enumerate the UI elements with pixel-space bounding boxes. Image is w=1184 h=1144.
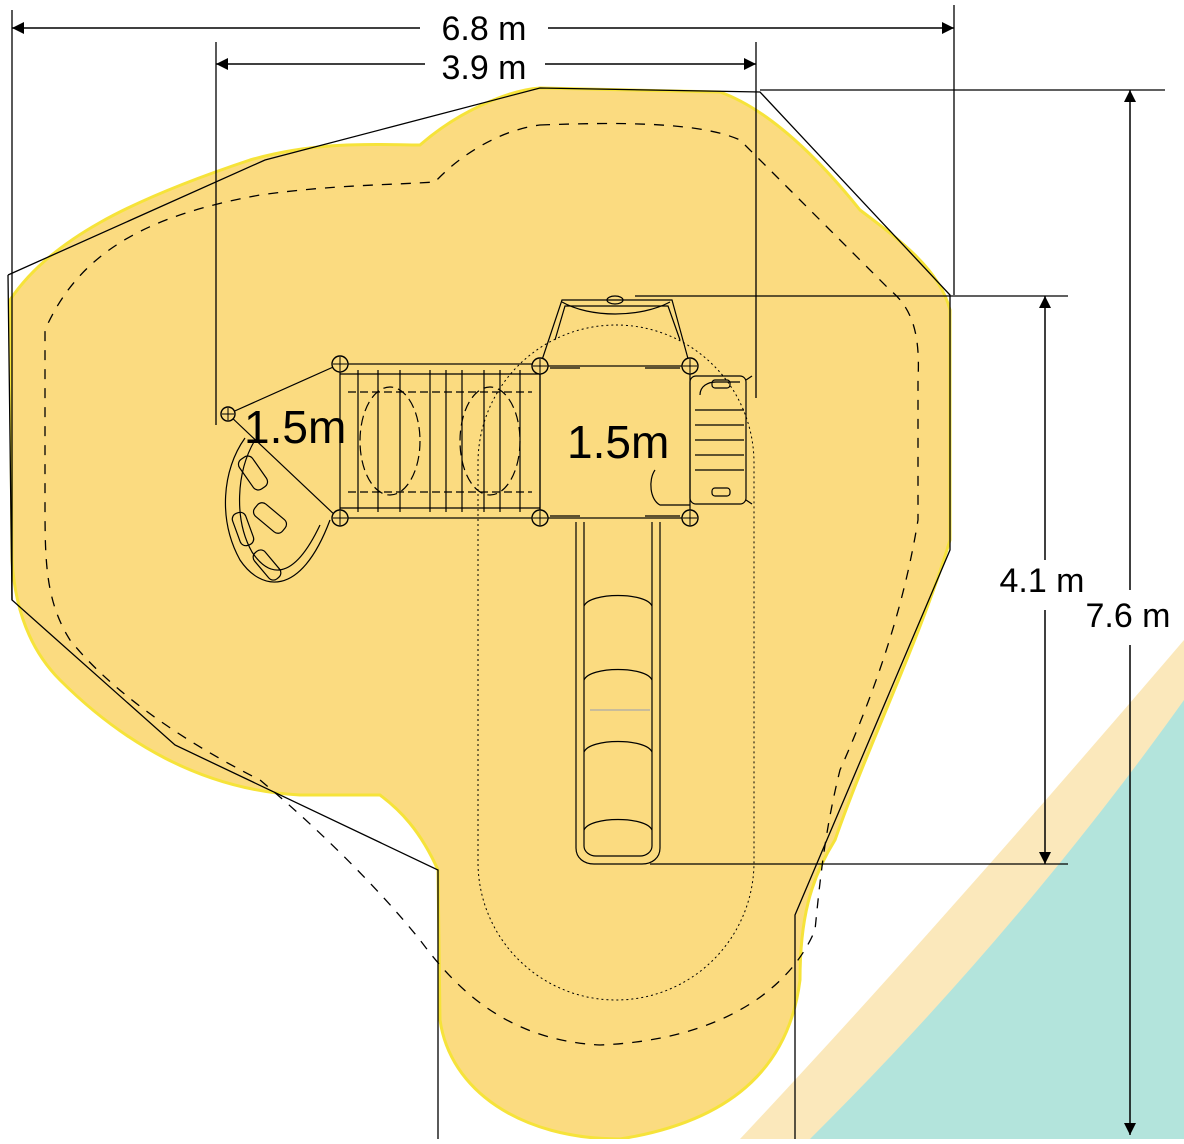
dimension-lines [12,22,1136,1135]
straight-slide [575,522,661,865]
outer-outline [7,87,951,1139]
left-platform-height-label: 1.5m [244,401,346,453]
equipment-width-label: 3.9 m [441,49,526,87]
equipment-depth-label: 4.1 m [999,562,1084,600]
extension-lines [11,5,1165,865]
right-platform-height-label: 1.5m [567,416,669,468]
climbing-wall [689,375,753,505]
overall-width-label: 6.8 m [441,10,526,48]
post-crosshairs [222,357,697,525]
canopy [539,295,691,367]
overall-depth-label: 7.6 m [1085,597,1170,635]
inner-safety-boundary [44,122,920,1046]
corner-band-teal [810,700,1184,1139]
slide-runout-zone [477,324,755,1001]
safety-zone [8,86,952,1141]
curved-slide [224,363,341,583]
